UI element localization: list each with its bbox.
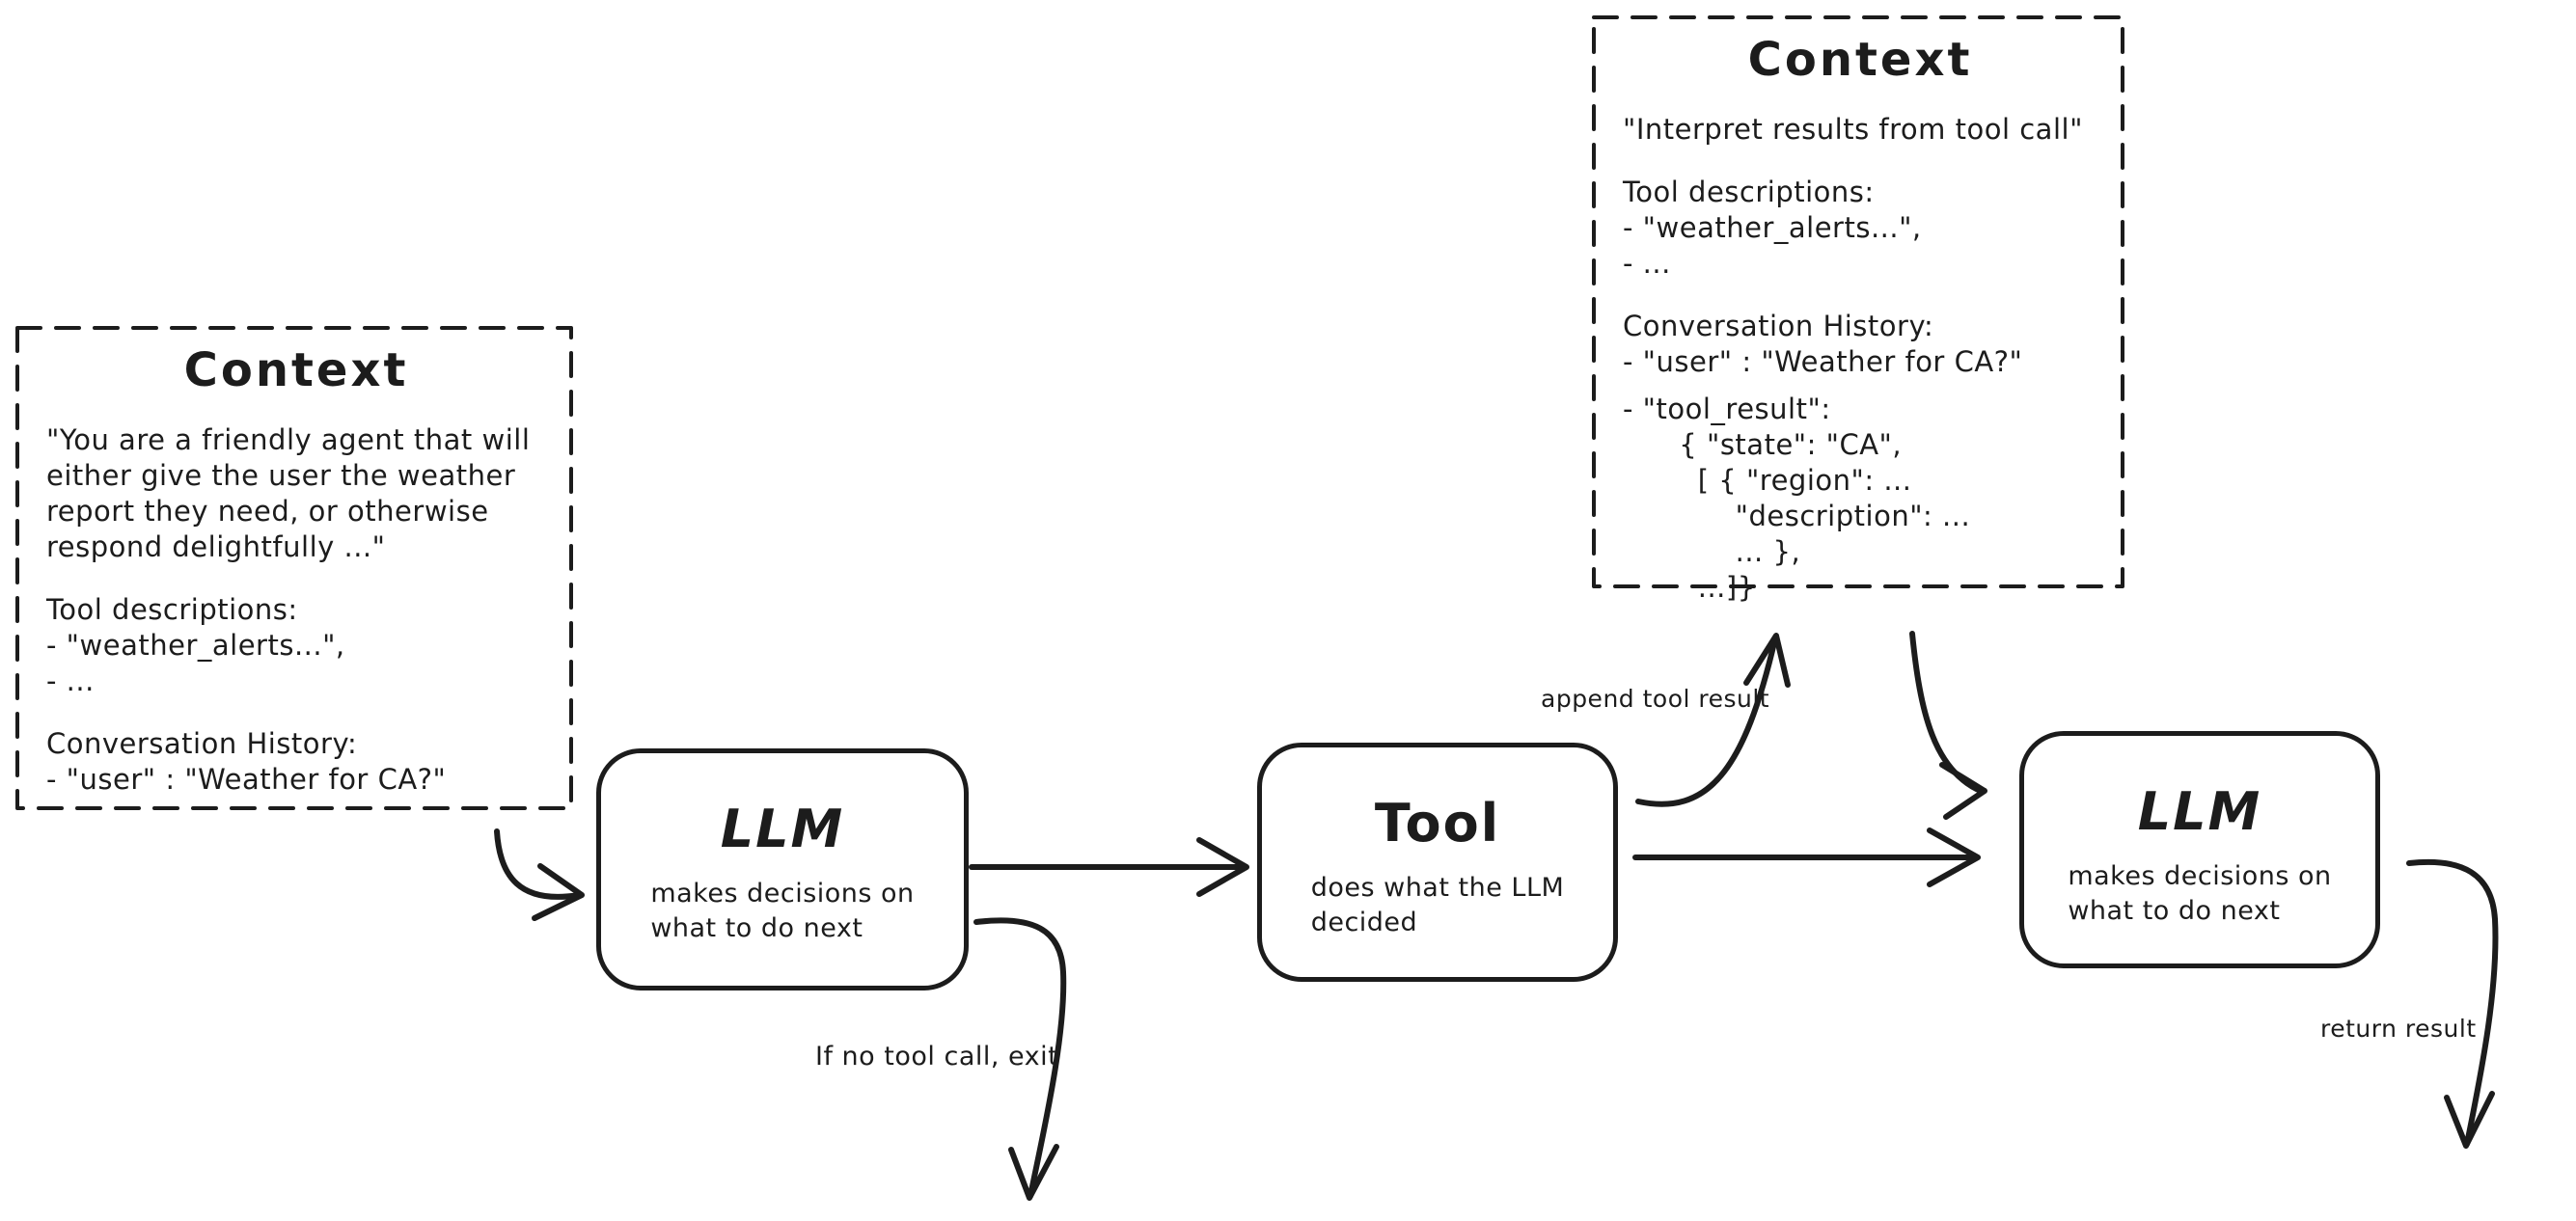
arrow-tool-to-llm2-head [1927,828,1981,887]
context-line: either give the user the weather [46,459,516,492]
node-llm-1-desc-line2: what to do next [650,913,863,944]
node-tool-desc-line2: decided [1310,908,1418,938]
context-line: { "state": "CA", [1623,428,1903,461]
arrow-llm2-return [2406,858,2499,1147]
arrow-llm1-to-tool-head [1196,837,1249,897]
node-llm-2-title: LLM [2137,781,2262,842]
node-llm-2: LLM makes decisions on what to do next [2019,731,2380,968]
context-box-left: Context "You are a friendly agent that w… [17,328,571,808]
arrow-context-right-to-llm2-head [1939,762,1987,820]
context-line: Conversation History: [46,727,358,760]
context-line: Conversation History: [1623,310,1934,342]
node-llm-2-desc-line2: what to do next [2068,896,2281,927]
node-llm-1-title: LLM [720,799,845,859]
context-line: - "weather_alerts...", [46,629,345,662]
node-tool-description: does what the LLM decided [1311,871,1565,940]
context-line: report they need, or otherwise [46,495,489,528]
arrow-context-left-to-llm1-head [532,863,585,921]
context-line: Tool descriptions: [1623,176,1875,208]
node-llm-2-description: makes decisions on what to do next [2068,859,2331,929]
edge-label-return-result: return result [2320,1015,2477,1043]
arrow-llm1-exit-head [1008,1144,1059,1201]
arrow-llm2-return-head [2444,1091,2495,1149]
context-line: "description": ... [1623,500,1971,532]
node-tool-title: Tool [1374,793,1501,854]
context-line: ... }, [1623,535,1801,568]
node-llm-1: LLM makes decisions on what to do next [596,748,969,990]
node-llm-1-desc-line1: makes decisions on [650,879,915,909]
node-llm-1-description: makes decisions on what to do next [650,877,914,946]
context-line: - "weather_alerts...", [1623,211,1922,244]
node-tool-desc-line1: does what the LLM [1310,873,1565,904]
context-line: - "user" : "Weather for CA?" [1623,345,2023,378]
context-line: ...]} [1623,571,1756,604]
context-line: - ... [1623,247,1671,280]
context-line: "You are a friendly agent that will [46,423,531,456]
context-line: [ { "region": ... [1623,464,1912,497]
context-box-right: Context "Interpret results from tool cal… [1594,17,2123,604]
context-line: respond delightfully ..." [46,530,386,563]
node-llm-2-desc-line1: makes decisions on [2068,861,2332,892]
arrow-tool-to-context-right-head [1743,633,1791,688]
edge-label-append-tool-result: append tool result [1541,685,1770,713]
context-right-title: Context [1747,33,1973,87]
context-line: - ... [46,665,95,697]
arrow-context-left-to-llm1 [494,828,582,900]
arrow-tool-to-context-right [1635,636,1778,807]
arrow-context-right-to-llm2 [1909,631,1986,795]
context-left-title: Context [183,343,409,397]
context-line: Tool descriptions: [46,593,298,626]
context-line: "Interpret results from tool call" [1623,113,2083,146]
edge-label-no-tool-call-exit: If no tool call, exit [815,1042,1059,1072]
context-line: - "user" : "Weather for CA?" [46,763,447,796]
node-tool: Tool does what the LLM decided [1257,743,1618,982]
context-line: - "tool_result": [1623,393,1831,425]
